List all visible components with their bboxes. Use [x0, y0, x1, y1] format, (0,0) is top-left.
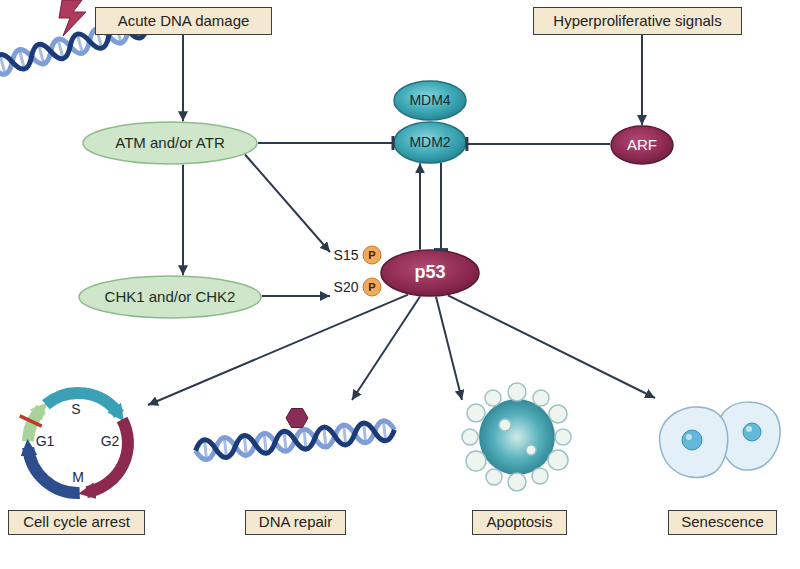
kinase-ellipse: CHK1 and/or CHK2 [78, 275, 262, 319]
activation-arrow [245, 155, 330, 252]
protein-shape [394, 81, 466, 120]
lightning-bolt [59, 0, 86, 36]
protein-shape [83, 122, 257, 164]
activation-arrow [148, 295, 408, 405]
node-label: p53 [380, 249, 480, 297]
phospho-mark: P [368, 282, 375, 293]
stimulus-box: Acute DNA damage [95, 7, 272, 35]
cycle-phase-arc [28, 447, 79, 493]
outcome-box: DNA repair [195, 400, 400, 535]
inhibition-arrow [258, 142, 393, 144]
activation-arrow [182, 165, 184, 275]
cycle-phase-arc [87, 420, 128, 493]
protein-ellipse: ARF [610, 125, 674, 165]
activation-arrow [262, 295, 330, 297]
protein-shape [394, 122, 466, 163]
node-label: Hyperproliferative signals [534, 8, 741, 34]
node-label: DNA repair [245, 510, 346, 535]
cycle-phase: G1 [36, 434, 55, 448]
node-label: Cell cycle arrest [8, 510, 145, 535]
node-label: ARF [610, 125, 674, 165]
nucleus-highlight [686, 434, 692, 440]
node-label: CHK1 and/or CHK2 [78, 275, 262, 319]
cell-nucleus [682, 430, 702, 450]
apoptotic-blebs [462, 383, 571, 491]
activation-arrow [182, 35, 184, 121]
cell-outline [660, 407, 728, 478]
activation-arrow [352, 297, 420, 400]
activation-arrow [641, 35, 643, 125]
arrest-bar [20, 416, 42, 426]
phospho-circle [363, 246, 381, 264]
phospho-mark: P [368, 250, 375, 261]
activation-arrow [448, 295, 655, 398]
senescent-cells [660, 402, 781, 478]
node-label: Senescence [668, 510, 777, 535]
inhibition-arrow [467, 143, 610, 145]
phospho-site: S20 [334, 280, 359, 294]
outcome-box: Apoptosis [462, 382, 572, 535]
node-label: MDM4 [393, 80, 467, 121]
activation-arrow [419, 163, 421, 249]
inhibition-arrow [440, 163, 442, 250]
cycle-phase: M [72, 470, 84, 484]
cycle-phase: S [71, 402, 80, 416]
cell-nucleus [743, 423, 761, 441]
protein-shape [79, 276, 261, 318]
cycle-phase: G2 [101, 434, 120, 448]
stimulus-box: Hyperproliferative signals [533, 7, 742, 35]
protein-shape [381, 250, 479, 296]
activation-arrow [436, 297, 462, 400]
phospho-site: S15 [334, 248, 359, 262]
protein-ellipse: MDM4 [393, 80, 467, 121]
phospho-circle [363, 278, 381, 296]
node-label: Apoptosis [472, 510, 567, 535]
kinase-ellipse: ATM and/or ATR [82, 121, 258, 165]
nucleus-highlight [746, 426, 752, 432]
outcome-box: Senescence [640, 398, 790, 535]
apoptotic-cell [462, 383, 571, 491]
cell-cycle-wheel [28, 393, 128, 493]
cell-body [479, 399, 555, 475]
protein-ellipse: MDM2 [393, 121, 467, 164]
node-label: Acute DNA damage [96, 8, 271, 34]
cycle-phase-arc [46, 393, 119, 414]
node-label: ATM and/or ATR [82, 121, 258, 165]
node-label: MDM2 [393, 121, 467, 164]
repair-lesion [286, 409, 308, 428]
protein-shape [611, 126, 673, 164]
